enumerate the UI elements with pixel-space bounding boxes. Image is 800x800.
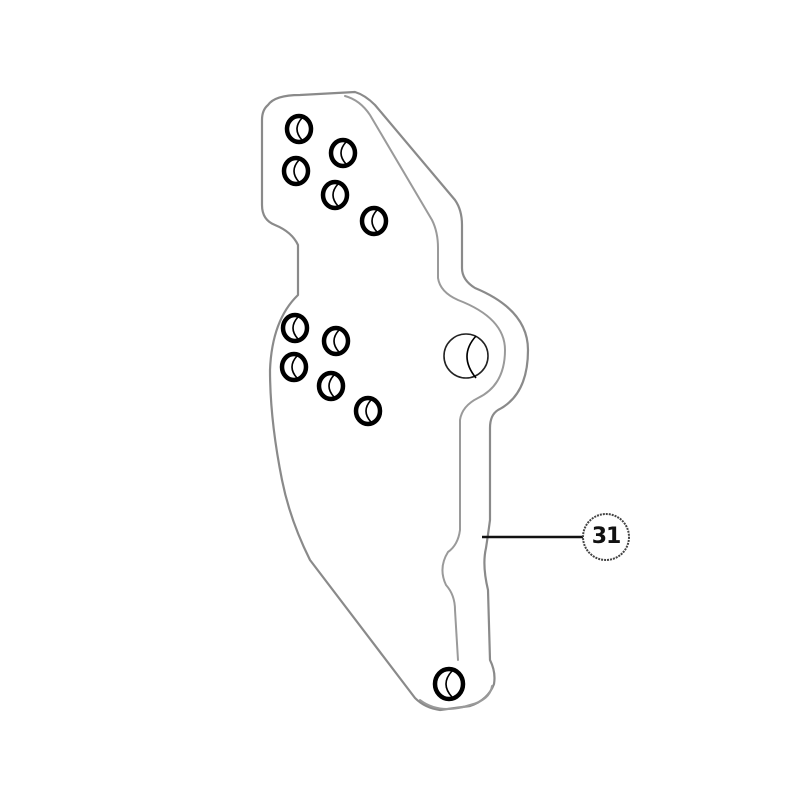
hole [281, 155, 311, 187]
hole [316, 370, 346, 402]
bottom-hole [432, 666, 466, 702]
hole [284, 113, 314, 145]
callout-number: 31 [591, 524, 622, 549]
hole [279, 351, 309, 383]
pivot-hole [443, 333, 489, 379]
hole [280, 312, 310, 344]
plate-bottom-edge [419, 685, 493, 710]
hole [321, 325, 351, 357]
lower-hole-group [279, 312, 383, 427]
plate-outline-front [344, 95, 506, 661]
upper-hole-group [281, 113, 389, 237]
plate-outline-back [260, 90, 530, 712]
hole [328, 137, 358, 169]
hole [353, 395, 383, 427]
hole [359, 205, 389, 237]
callout-circle [582, 513, 630, 561]
hole [320, 179, 350, 211]
